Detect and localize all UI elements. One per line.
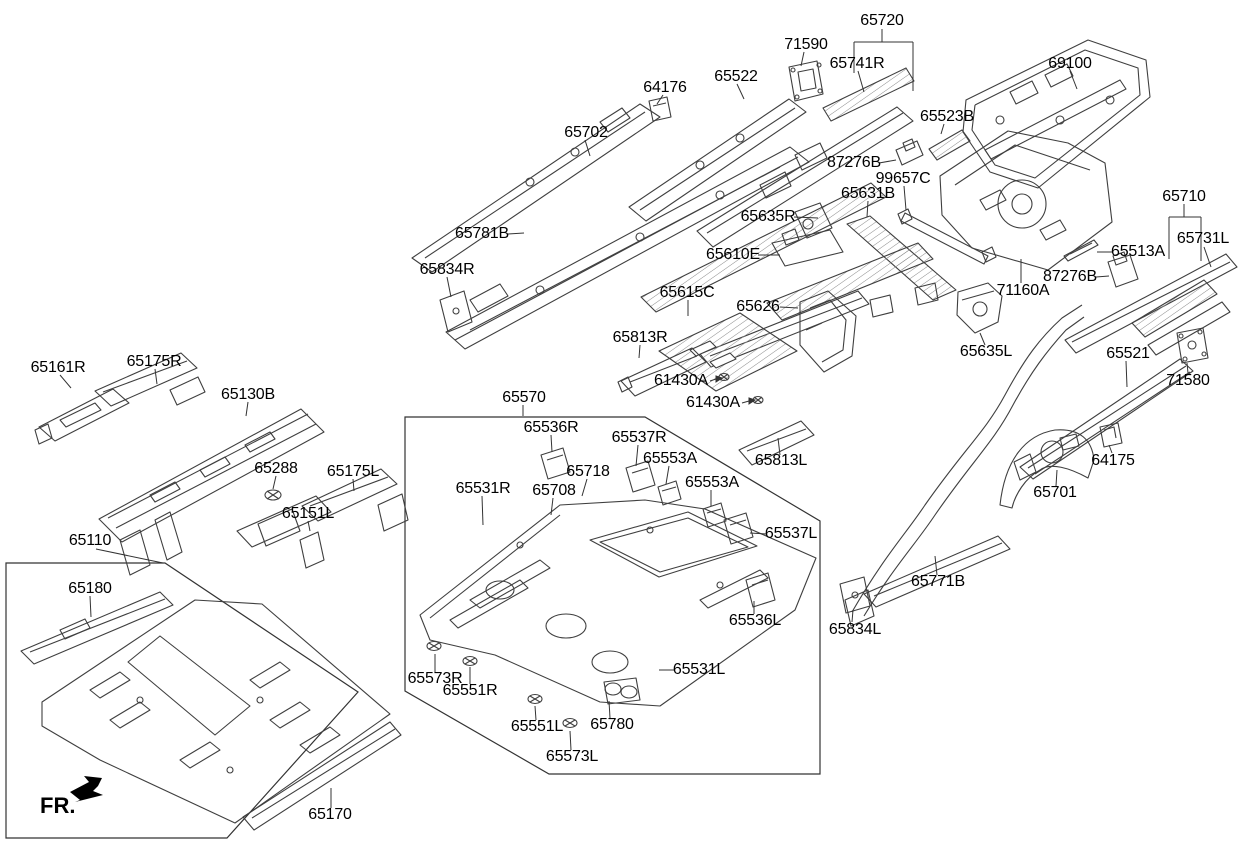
part-shape-65180 xyxy=(20,591,174,665)
part-shape-65151L xyxy=(236,495,332,569)
leader-lines xyxy=(59,29,1212,808)
clip-65551L xyxy=(527,693,543,705)
part-shape-65813R xyxy=(617,347,707,397)
part-shape-65130B xyxy=(98,408,325,576)
part-shape-65522 xyxy=(628,98,807,222)
part-shape-65537R xyxy=(625,460,656,493)
part-shape-69100 xyxy=(962,39,1151,189)
part-shape-65834L xyxy=(839,576,871,614)
part-shape-65521 xyxy=(1013,358,1194,481)
front-floor-group-outline xyxy=(5,562,359,839)
clip-65573L xyxy=(562,717,578,729)
part-shape-65720-assembly xyxy=(640,106,914,313)
part-shape-65615C xyxy=(658,312,798,392)
rear-floor-group-outline xyxy=(404,416,821,775)
part-shape-65834R xyxy=(439,290,473,333)
part-shape-65635R xyxy=(771,202,844,267)
part-shape-65537L xyxy=(723,512,754,545)
part-shape-64175 xyxy=(1099,422,1123,448)
part-shape-65536L xyxy=(745,572,776,608)
clip-65573R xyxy=(426,640,442,652)
part-shape-65741R xyxy=(822,67,915,122)
part-shape-65536R xyxy=(540,447,571,480)
part-shape-65731L xyxy=(1131,279,1218,338)
part-shape-65702 xyxy=(411,103,661,273)
part-shape-87276B-left xyxy=(1107,251,1139,288)
part-shape-65780 xyxy=(603,677,641,705)
part-shape-65175R xyxy=(94,352,206,407)
part-shape-front-floor-pan xyxy=(41,599,391,824)
clip-65551R xyxy=(462,655,478,667)
part-shape-65813L xyxy=(738,420,815,466)
part-shape-65288 xyxy=(264,489,282,501)
part-shape-65175L xyxy=(301,468,409,532)
fr-label: FR. xyxy=(40,793,76,818)
part-shape-side-member xyxy=(844,304,1085,627)
part-shape-65710-sill xyxy=(1064,253,1238,356)
part-shape-65626 xyxy=(799,290,857,373)
part-shape-71590 xyxy=(788,60,824,102)
fr-arrow-icon xyxy=(70,776,103,802)
part-shape-99657C xyxy=(897,208,997,265)
part-shape-65161R xyxy=(34,388,130,445)
part-shape-87276B-right xyxy=(895,138,924,166)
part-shape-71160A xyxy=(939,130,1113,271)
part-shape-65781B xyxy=(445,146,810,350)
part-shape-65170 xyxy=(242,721,402,831)
part-shape-65701 xyxy=(999,429,1095,509)
part-shape-65553A-2 xyxy=(702,502,727,528)
part-shape-65553A-1 xyxy=(657,480,682,506)
part-shape-71580 xyxy=(1176,327,1209,364)
part-shape-rear-center-floor-pan xyxy=(419,499,817,707)
part-shape-65513A xyxy=(1063,239,1099,262)
part-shape-65523B xyxy=(928,129,971,161)
part-shape-65635L xyxy=(956,282,1003,334)
